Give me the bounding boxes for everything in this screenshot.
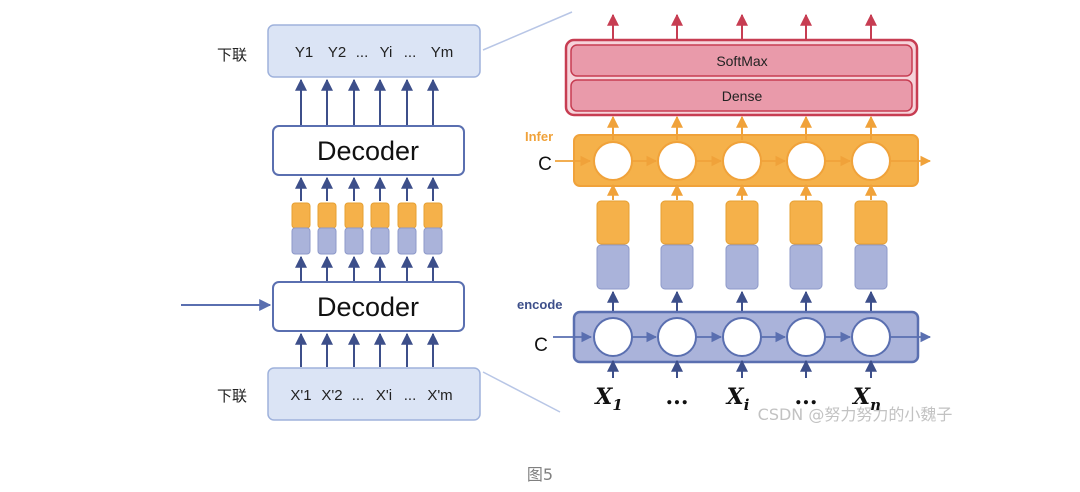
- hidden-encode-block: [854, 244, 888, 290]
- input-subscript: 1: [612, 396, 622, 414]
- output-token: Y1: [295, 44, 313, 61]
- top-side-label: 下联: [217, 47, 247, 64]
- connector-line-top: [482, 11, 573, 51]
- infer-vector-block: [317, 202, 337, 229]
- output-token: Ym: [431, 44, 454, 61]
- decoder-top-box: [272, 125, 465, 176]
- output-token: Yi: [380, 44, 393, 61]
- connector-line-bottom: [482, 371, 561, 413]
- watermark: CSDN @努力努力的小魏子: [758, 405, 953, 424]
- infer-label: Infer: [525, 129, 553, 144]
- infer-vector-block: [397, 202, 417, 229]
- softmax-output-arrows: [607, 13, 877, 39]
- input-base: X: [725, 384, 745, 410]
- encode-cell: [593, 317, 633, 357]
- infer-vector-block: [423, 202, 443, 229]
- output-token: ...: [404, 44, 417, 61]
- encoder-input-label: Xi: [725, 384, 750, 414]
- encode-vector-block: [397, 227, 417, 255]
- encode-c-label: C: [534, 335, 548, 356]
- encode-vector-block: [317, 227, 337, 255]
- hidden-encode-block: [596, 244, 630, 290]
- infer-cell: [722, 141, 762, 181]
- hidden-infer-block: [854, 200, 888, 245]
- encode-vector-block: [291, 227, 311, 255]
- output-token: ...: [356, 44, 369, 61]
- input-tokens: X'1 X'2... X'i... X'm: [290, 387, 452, 404]
- infer-c-label: C: [538, 154, 552, 175]
- input-token: X'i: [376, 387, 392, 404]
- hidden-encode-block: [660, 244, 694, 290]
- infer-vector-block: [344, 202, 364, 229]
- output-token: Y2: [328, 44, 346, 61]
- decoder-to-output-arrows: [295, 78, 439, 125]
- decoder-bottom-label: Decoder: [317, 292, 419, 322]
- input-base: X: [593, 384, 613, 410]
- encode-cell: [657, 317, 697, 357]
- infer-cell: [786, 141, 826, 181]
- input-base: ...: [795, 384, 818, 410]
- input-token-box: [267, 367, 481, 421]
- right-panel: SoftMax Dense Infer C encode C X1...Xi..…: [517, 13, 932, 414]
- hidden-state-blocks: [596, 183, 888, 316]
- encode-cell: [722, 317, 762, 357]
- infer-cell: [851, 141, 891, 181]
- output-token-box: [267, 24, 481, 78]
- input-token: X'2: [321, 387, 342, 404]
- encoder-input-label: X1: [593, 384, 623, 414]
- encode-cell: [851, 317, 891, 357]
- encoder-input-label: Xn: [851, 384, 881, 414]
- infer-vector-block: [291, 202, 311, 229]
- hidden-infer-block: [596, 200, 630, 245]
- hidden-infer-block: [725, 200, 759, 245]
- input-token: ...: [404, 387, 417, 404]
- output-tokens: Y1 Y2... Yi... Ym: [295, 44, 453, 61]
- softmax-label: SoftMax: [716, 53, 767, 69]
- encode-vector-block: [423, 227, 443, 255]
- infer-vector-block: [370, 202, 390, 229]
- encoder-input-label: ...: [795, 384, 818, 410]
- softmax-layer: [570, 44, 913, 77]
- figure-caption: 图5: [526, 465, 554, 484]
- input-base: X: [851, 384, 871, 410]
- encode-cells: [553, 317, 932, 357]
- input-token: X'm: [427, 387, 452, 404]
- dense-layer: [570, 79, 913, 112]
- encoder-inputs: X1...Xi...Xn: [593, 359, 881, 414]
- decoder-top-label: Decoder: [317, 136, 419, 166]
- infer-cells: [555, 115, 932, 181]
- encoder-input-label: ...: [666, 384, 689, 410]
- encode-cell: [786, 317, 826, 357]
- infer-cell: [657, 141, 697, 181]
- input-token: X'1: [290, 387, 311, 404]
- encode-vector-block: [344, 227, 364, 255]
- hidden-infer-block: [789, 200, 823, 245]
- hidden-encode-block: [789, 244, 823, 290]
- left-panel: 下联 下联 Y1 Y2... Yi... Ym Decoder Decoder X'1…: [181, 24, 481, 421]
- decoder-bottom-box: [272, 281, 465, 332]
- hidden-encode-block: [725, 244, 759, 290]
- encode-label: encode: [517, 297, 563, 312]
- input-subscript: i: [744, 396, 750, 414]
- context-vector-blocks: [291, 176, 443, 367]
- input-token: ...: [352, 387, 365, 404]
- hidden-infer-block: [660, 200, 694, 245]
- infer-cell: [593, 141, 633, 181]
- input-subscript: n: [870, 396, 881, 414]
- encode-vector-block: [370, 227, 390, 255]
- bottom-side-label: 下联: [217, 388, 247, 405]
- input-base: ...: [666, 384, 689, 410]
- dense-label: Dense: [722, 88, 763, 104]
